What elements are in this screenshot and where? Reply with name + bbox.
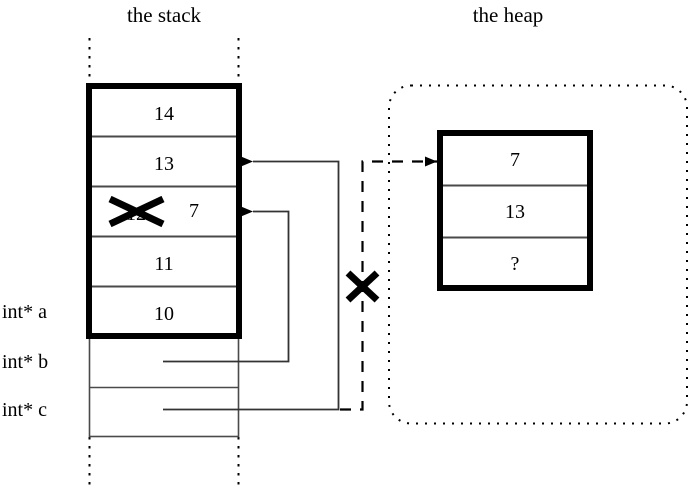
stack-title: the stack [126, 3, 202, 27]
stack-cell-value-1: 13 [154, 153, 174, 175]
stack-bottom-dotted-guides [88, 437, 240, 485]
pointer-a-connector [163, 156, 340, 411]
stack-frame-box [86, 83, 242, 339]
pointer-label-b: int* b [2, 351, 49, 373]
heap-cell-value-2: ? [510, 253, 520, 275]
struck-value-x-icon [108, 195, 165, 228]
broken-pointer-x-icon [345, 270, 380, 303]
heap-title: the heap [472, 3, 544, 27]
pointer-label-c: int* c [2, 399, 47, 421]
pointer-b-connector [163, 206, 290, 363]
stack-cell-value-2-struck: 12 [126, 203, 146, 225]
heap-cell-value-1: 13 [505, 201, 525, 223]
stack-cell-value-0: 14 [154, 103, 174, 125]
stack-top-dotted-guides [88, 38, 240, 85]
stack-cell-value-2-updated: 7 [189, 200, 199, 222]
heap-region-outline [388, 84, 688, 425]
stack-cell-value-3: 11 [154, 253, 174, 275]
heap-cell-value-0: 7 [510, 149, 520, 171]
stack-cell-value-4: 10 [154, 303, 174, 325]
heap-block-box [437, 130, 593, 291]
stack-pointer-slots [88, 335, 240, 438]
pointer-label-a: int* a [2, 301, 47, 323]
